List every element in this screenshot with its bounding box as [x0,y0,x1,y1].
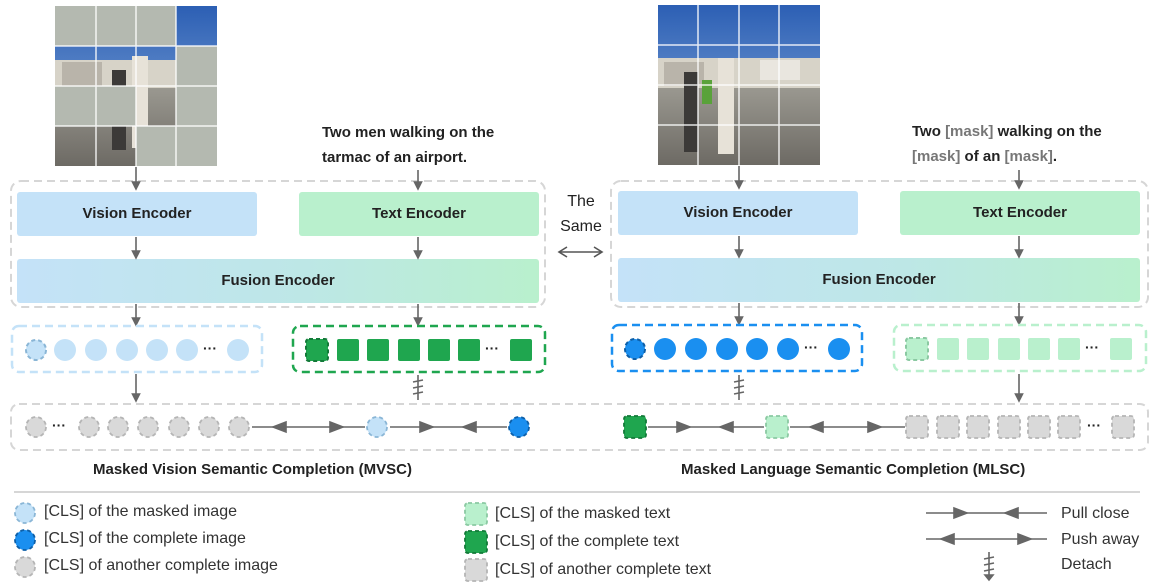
left-vision-encoder-box [17,192,257,236]
masked-text-token-box [892,323,1148,373]
legend-another-image-symbol [14,556,36,578]
left-text-encoder-label: Text Encoder [372,205,466,222]
ellipsis: ··· [203,340,217,356]
ellipsis: ··· [804,339,818,355]
ellipsis: ··· [52,417,66,433]
right-vision-encoder-box [618,191,858,235]
right-caption-line2: [mask] of an [mask]. [912,148,1058,165]
legend-another-image-label: [CLS] of another complete image [44,557,278,574]
another-text-tokens [905,415,1135,439]
legend-detach-symbol [983,552,995,582]
legend-complete-image-symbol [14,529,36,551]
contrast-row-box [10,403,1149,451]
the-same-arrow [557,246,604,258]
masked-text-cls-token [765,415,789,439]
legend-complete-text-label: [CLS] of the complete text [495,533,680,550]
the-same-label-line1: The [567,193,595,210]
right-caption-line1: Two [mask] walking on the [912,123,1102,140]
complete-text-tokens [305,338,532,362]
masked-text-tokens [905,337,1132,361]
legend-pull-close-label: Pull close [1061,505,1130,522]
complete-text-cls-token [623,415,647,439]
right-encoder-group [610,180,1149,308]
legend-masked-text-label: [CLS] of the masked text [495,505,671,522]
legend-push-away-label: Push away [1061,531,1140,548]
legend-complete-image-label: [CLS] of the complete image [44,530,246,547]
complete-image-tokens [624,338,850,360]
legend-masked-text-symbol [464,502,488,526]
left-caption-line2: tarmac of an airport. [322,149,468,166]
left-text-encoder-box [299,192,539,236]
legend-detach-label: Detach [1061,556,1112,573]
ellipsis: ··· [1087,417,1101,433]
legend-another-text-label: [CLS] of another complete text [495,561,712,578]
ellipsis: ··· [1085,339,1099,355]
left-caption-line1: Two men walking on the [322,124,495,141]
right-vision-encoder-label: Vision Encoder [683,204,793,221]
masked-image-token-box [10,324,264,374]
another-image-tokens [25,416,250,438]
complete-image-token-box [610,323,864,373]
legend-push-away-symbol [926,532,1047,546]
complete-photo [658,5,820,165]
right-fusion-encoder-box [618,258,1140,302]
masked-photo [55,6,217,166]
legend-pull-close-symbol [926,506,1047,520]
right-text-encoder-box [900,191,1140,235]
masked-image-cls-token [366,416,388,438]
right-text-encoder-label: Text Encoder [973,204,1067,221]
legend-masked-image-label: [CLS] of the masked image [44,503,237,520]
left-vision-encoder-label: Vision Encoder [82,205,192,222]
masked-image-tokens [25,339,249,361]
complete-text-token-box [291,324,547,374]
legend-another-text-symbol [464,558,488,582]
legend-complete-text-symbol [464,530,488,554]
mlsc-caption: Masked Language Semantic Completion (MLS… [681,461,1026,478]
left-fusion-encoder-box [17,259,539,303]
left-fusion-encoder-label: Fusion Encoder [221,272,335,289]
right-fusion-encoder-label: Fusion Encoder [822,271,936,288]
legend-masked-image-symbol [14,502,36,524]
complete-image-cls-token [508,416,530,438]
the-same-label-line2: Same [560,218,602,235]
ellipsis: ··· [485,340,499,356]
mvsc-caption: Masked Vision Semantic Completion (MVSC) [93,461,412,478]
